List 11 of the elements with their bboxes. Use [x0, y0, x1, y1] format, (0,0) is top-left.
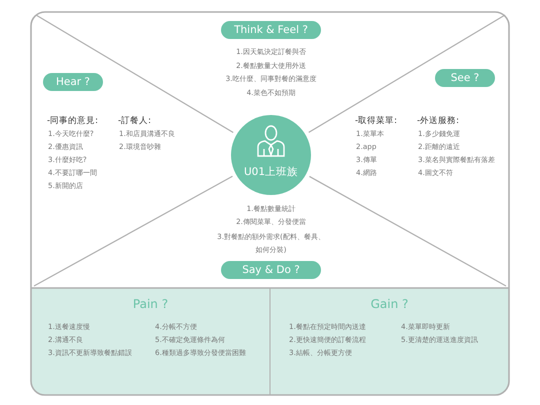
list-heading: -訂餐人:	[118, 116, 151, 126]
tag-pill: Think & Feel ?	[221, 21, 321, 39]
tag-pill: Say & Do ?	[221, 261, 321, 279]
list-heading: -外送服務:	[417, 116, 459, 126]
panel-heading: Gain ?	[370, 297, 410, 311]
tag-pill: Hear ?	[43, 73, 103, 91]
persona-name: U01上班族	[242, 165, 300, 179]
list-heading: -同事的意見:	[47, 116, 98, 126]
list-heading: -取得菜單:	[355, 116, 397, 126]
tag-pill: See ?	[435, 69, 495, 87]
panel-heading: Pain ?	[132, 297, 170, 311]
